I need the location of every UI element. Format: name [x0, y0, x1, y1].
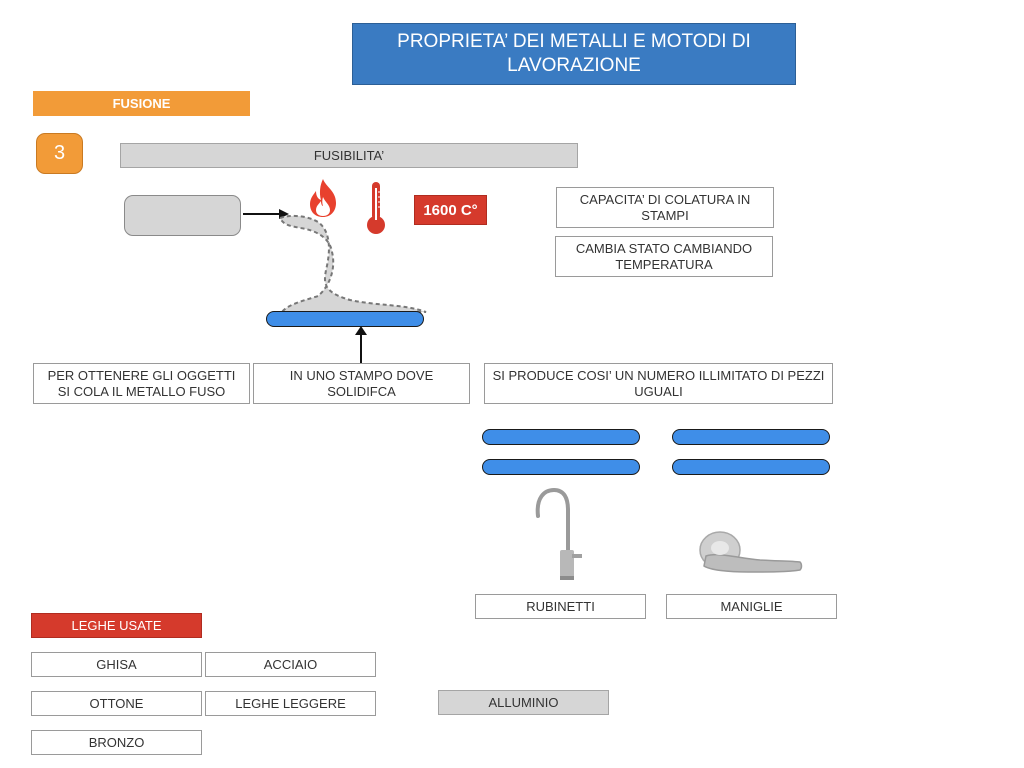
piece-bar [482, 459, 640, 475]
note-state-change: CAMBIA STATO CAMBIANDO TEMPERATURA [555, 236, 773, 277]
crucible-box [124, 195, 241, 236]
section-label: FUSIONE [33, 91, 250, 116]
alloy-highlight: ALLUMINIO [438, 690, 609, 715]
alloy-item: OTTONE [31, 691, 202, 716]
alloy-item: LEGHE LEGGERE [205, 691, 376, 716]
piece-bar [672, 459, 830, 475]
piece-bar [672, 429, 830, 445]
step-number-badge: 3 [36, 133, 83, 174]
alloy-item: BRONZO [31, 730, 202, 755]
alloys-heading: LEGHE USATE [31, 613, 202, 638]
door-handle-icon [698, 528, 804, 580]
process-step-1: PER OTTENERE GLI OGGETTI SI COLA IL META… [33, 363, 250, 404]
alloy-item: ACCIAIO [205, 652, 376, 677]
molten-metal-shape [278, 212, 428, 316]
process-step-3: SI PRODUCE COSI’ UN NUMERO ILLIMITATO DI… [484, 363, 833, 404]
alloy-item: GHISA [31, 652, 202, 677]
property-bar: FUSIBILITA’ [120, 143, 578, 168]
page-title: PROPRIETA’ DEI METALLI E MOTODI DI LAVOR… [352, 23, 796, 85]
mold-bar [266, 311, 424, 327]
process-step-2: IN UNO STAMPO DOVE SOLIDIFCA [253, 363, 470, 404]
piece-bar [482, 429, 640, 445]
product-label-faucets: RUBINETTI [475, 594, 646, 619]
note-casting-capacity: CAPACITA’ DI COLATURA IN STAMPI [556, 187, 774, 228]
arrow-up-icon [351, 325, 371, 365]
faucet-icon [528, 486, 592, 582]
product-label-handles: MANIGLIE [666, 594, 837, 619]
